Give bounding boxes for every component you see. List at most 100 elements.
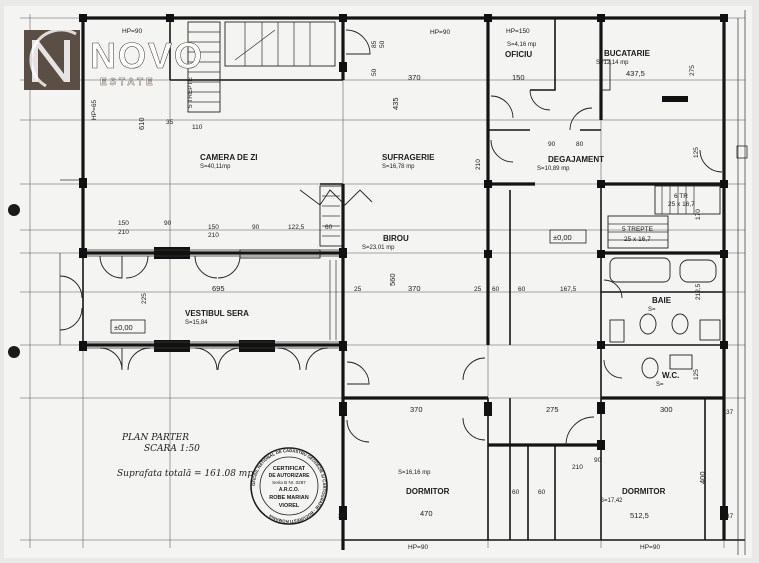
- dim-7: 110: [192, 124, 203, 131]
- dim-15: 210: [208, 232, 219, 239]
- hp-label-4: HP=65: [91, 100, 98, 120]
- hp-label-2: HP=90: [430, 29, 450, 36]
- dim-43: 212,5: [695, 283, 702, 300]
- novo-estate-logo: NOVO E S T A T E: [24, 30, 204, 90]
- room-bucatarie-name: BUCATARIE: [604, 49, 651, 58]
- logo-brand: NOVO: [90, 35, 204, 76]
- room-camera-area: S=40,11mp: [200, 164, 231, 170]
- dim-48: 37: [726, 409, 734, 416]
- dim-49: 37: [726, 513, 734, 520]
- room-dormitor2-name: DORMITOR: [622, 487, 666, 496]
- room-baie-area: S=: [648, 307, 656, 313]
- logo-mark-arc: [29, 30, 77, 88]
- stairs: [187, 21, 721, 249]
- dim-37: 90: [594, 457, 602, 464]
- dim-30: 300: [660, 405, 673, 414]
- logo-tagline: E S T A T E: [100, 77, 153, 88]
- dim-19: 695: [212, 284, 225, 293]
- stair-label-2b: 25 x 16,7: [668, 201, 695, 208]
- room-bucatarie-area: S=12,14 mp: [596, 60, 629, 66]
- room-dormitor1-area: S=16,16 mp: [398, 470, 431, 476]
- dim-6: 35: [166, 119, 174, 126]
- room-baie-name: BAIE: [652, 296, 672, 305]
- dim-23: 25: [474, 286, 482, 293]
- room-vestibul-area: S=15,84: [185, 320, 208, 326]
- plan-title: PLAN PARTER: [121, 433, 189, 443]
- stamp-line-2: DE AUTORIZARE: [269, 473, 311, 479]
- dim-5: 435: [391, 97, 400, 110]
- hp-label-3: HP=150: [506, 28, 530, 35]
- room-oficiu-area: S=4,16 mp: [507, 42, 537, 48]
- stamp-line-4: A.R.C.O.: [279, 487, 300, 493]
- dim-8: 50: [371, 68, 378, 76]
- dim-41: 125: [693, 147, 700, 158]
- dim-4: 610: [137, 117, 146, 130]
- dim-24: 560: [388, 273, 397, 286]
- stamp-line-1: CERTIFICAT: [273, 466, 306, 472]
- dim-39: 90: [548, 141, 556, 148]
- dim-9: 85: [371, 40, 378, 48]
- hp-label-1: HP=90: [122, 28, 142, 35]
- dim-12: 210: [118, 229, 129, 236]
- dim-25: 60: [492, 286, 500, 293]
- dim-10: 50: [379, 40, 386, 48]
- dim-42: 170: [695, 209, 702, 220]
- room-camera-name: CAMERA DE ZI: [200, 153, 257, 162]
- room-oficiu-name: OFICIU: [505, 50, 532, 59]
- plan-total-area: Suprafata totală = 161.08 mp: [117, 468, 253, 479]
- hp-label-6: HP=90: [640, 544, 660, 551]
- dim-2: 150: [512, 73, 525, 82]
- dim-36: 210: [572, 464, 583, 471]
- level-box-2: [549, 229, 587, 244]
- dim-18: 60: [325, 224, 333, 231]
- stamp-line-3: Seria B Nr. 0287: [272, 480, 306, 485]
- logo-mark-n: [32, 40, 70, 82]
- dim-26: 60: [518, 286, 526, 293]
- room-dormitor2-area: S=17,42: [600, 498, 623, 504]
- dim-33: 60: [538, 489, 546, 496]
- structural-columns: [79, 14, 728, 520]
- dim-47: 37: [338, 513, 346, 520]
- edge-marker: [736, 145, 748, 159]
- dim-34: 512,5: [630, 511, 649, 520]
- room-degajament-name: DEGAJAMENT: [548, 155, 604, 164]
- dim-29: 275: [546, 405, 559, 414]
- dim-38: 80: [576, 141, 584, 148]
- stair-label-2: 6 TR: [674, 193, 688, 200]
- room-sufragerie-name: SUFRAGERIE: [382, 153, 435, 162]
- sera-glazing: [87, 249, 339, 349]
- dim-11: 150: [118, 220, 129, 227]
- dim-46: 37: [340, 409, 348, 416]
- dim-13: 90: [164, 220, 172, 227]
- stair-label-3b: 25 x 16,7: [624, 236, 651, 243]
- dim-45: 125: [693, 369, 700, 380]
- dim-27: 167,5: [560, 286, 577, 293]
- walls: [59, 10, 746, 555]
- bath-fixtures: [609, 257, 721, 379]
- dim-21: 25: [354, 286, 362, 293]
- dim-14: 150: [208, 224, 219, 231]
- plan-scale: SCARA 1:50: [144, 444, 200, 454]
- hp-label-5: HP=90: [408, 544, 428, 551]
- level-box-1: [110, 319, 146, 334]
- stamp-line-5: ROBE MARIAN: [269, 495, 308, 501]
- room-dormitor1-name: DORMITOR: [406, 487, 450, 496]
- stair-label-1: 5 TREPTE: [187, 76, 194, 108]
- level-label-2: ±0,00: [553, 233, 572, 242]
- dim-40: 210: [475, 159, 482, 170]
- door-swings: [59, 29, 723, 446]
- dim-35: 400: [698, 471, 707, 484]
- dim-22: 370: [408, 284, 421, 293]
- stamp-line-6: VIOREL: [279, 503, 300, 509]
- dim-31: 470: [420, 509, 433, 518]
- stair-label-3: 5 TREPTE: [622, 226, 654, 233]
- dim-44: 275: [689, 65, 696, 76]
- level-label-1: ±0,00: [114, 323, 133, 332]
- dim-1: 370: [408, 73, 421, 82]
- binder-hole-bottom: [8, 346, 20, 358]
- room-birou-name: BIROU: [383, 234, 409, 243]
- dim-20: 225: [141, 293, 148, 304]
- dimensions: 370 150 437,5 610 435 35 110 50 85 50 15…: [118, 40, 734, 520]
- room-wc-name: W.C.: [662, 371, 679, 380]
